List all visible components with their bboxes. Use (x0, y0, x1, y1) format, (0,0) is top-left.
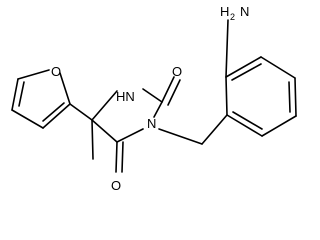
nitrogen-label-nh: HN (116, 89, 135, 104)
bond-c2-n3 (153, 101, 163, 118)
bond-benzene-3-4 (260, 56, 296, 79)
nitrogen-label-imide: N (147, 116, 156, 131)
chemical-structure: O HN O N O H N 2 (11, 4, 297, 193)
bond-c2-o-top-b (167, 79, 181, 106)
oxygen-label-furan: O (51, 64, 61, 79)
bond-furan-c3-c4 (11, 109, 44, 129)
bond-furan-c4-c5 (11, 78, 19, 111)
bond-c4-o-bottom-a (115, 141, 118, 173)
bond-c4-o-bottom-b (121, 141, 124, 173)
bond-c5-nh (91, 90, 118, 121)
amine-label-subscript: 2 (230, 12, 235, 22)
bonds (11, 19, 297, 173)
bond-benzene-5-6 (261, 115, 297, 137)
oxygen-label-carbonyl-top: O (172, 64, 182, 79)
bond-furan-to-c5 (69, 103, 93, 121)
bond-benzene-4-5-inner (288, 81, 291, 113)
bond-ring-to-nh2 (225, 19, 229, 78)
bond-benzene-6-1 (226, 114, 263, 137)
amine-label-n: N (240, 4, 249, 19)
bond-nh-c2 (142, 88, 163, 103)
bond-furan-o-c2 (59, 72, 71, 105)
bond-furan-c4-c5-inner (18, 81, 25, 107)
bond-n-ch2 (158, 128, 203, 145)
atom-labels: O HN O N O H N 2 (51, 4, 249, 193)
bond-c2-o-top-a (161, 76, 175, 103)
bond-benzene-2-3 (225, 56, 262, 78)
bond-furan-c2-c3-inner (42, 102, 65, 122)
bond-benzene-6-1-inner (232, 111, 263, 130)
oxygen-label-carbonyl-bottom: O (111, 178, 121, 193)
bond-benzene-1-2 (225, 76, 228, 116)
bond-furan-c2-c3 (42, 103, 71, 129)
bond-ch2-ring (201, 114, 228, 145)
bond-n3-c4 (116, 128, 144, 143)
bond-benzene-2-3-inner (231, 63, 262, 81)
bond-benzene-4-5 (294, 77, 297, 117)
bond-furan-c5-o (17, 69, 50, 80)
amine-label-h: H (220, 4, 229, 19)
bond-c4-c5 (91, 119, 118, 143)
bond-c5-methyl (91, 119, 94, 160)
